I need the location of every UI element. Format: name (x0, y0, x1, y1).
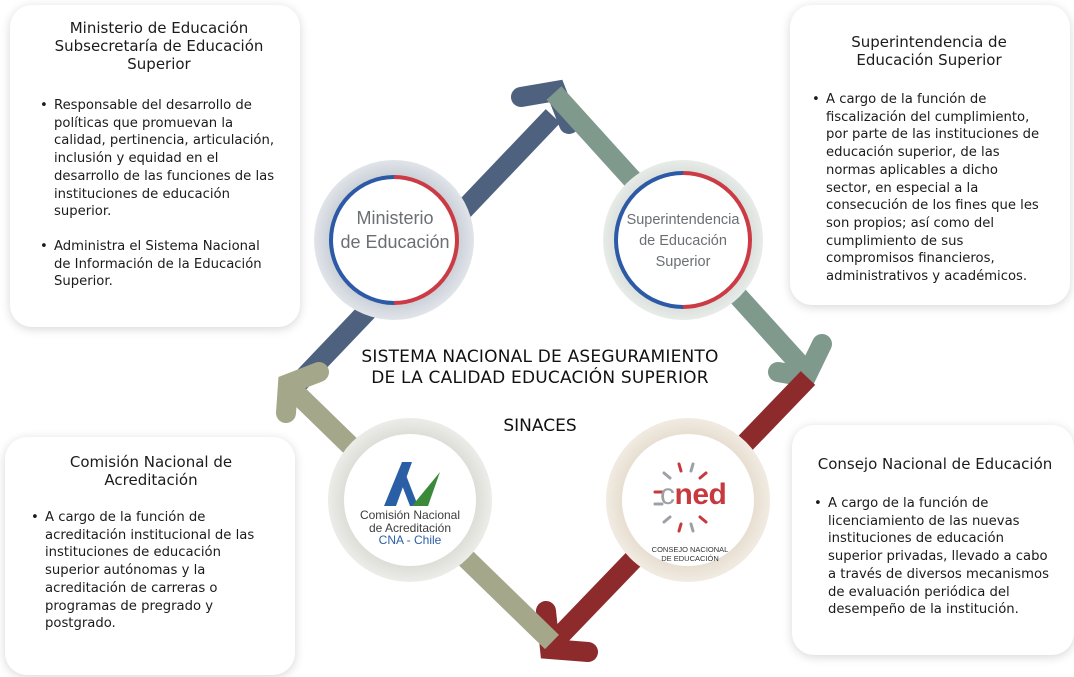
center-title-line2: DE LA CALIDAD EDUCACIÓN SUPERIOR (371, 368, 709, 388)
cned-card-title: Consejo Nacional de Educación (817, 455, 1053, 473)
cned-circle-line1: CONSEJO NACIONAL (651, 545, 729, 554)
list-item: Administra el Sistema Nacional de Inform… (40, 238, 278, 291)
list-item: Responsable del desarrollo de políticas … (40, 97, 278, 221)
superintendencia-card-list: A cargo de la función de fiscalización d… (812, 91, 1046, 286)
cna-card-title: Comisión Nacional de Acreditación (69, 453, 233, 489)
superintendencia-circle-line1: Superintendencia (626, 212, 740, 228)
cna-circle (328, 418, 492, 582)
superintendencia-circle (603, 160, 763, 320)
cned-logo-c: c (660, 478, 675, 511)
cned-card: Consejo Nacional de Educación A cargo de… (792, 425, 1074, 655)
superintendencia-card: Superintendencia de Educación Superior A… (790, 5, 1070, 305)
cna-circle-label: Comisión Nacional de Acreditación CNA - … (346, 509, 474, 547)
superintendencia-circle-line2: de Educación (639, 233, 727, 249)
superintendencia-circle-line3: Superior (655, 254, 711, 270)
ministerio-circle-label: Ministerio de Educación (338, 206, 452, 254)
list-item: A cargo de la función de acreditación in… (31, 509, 271, 633)
superintendencia-card-title: Superintendencia de Educación Superior (851, 33, 1007, 69)
cna-card: Comisión Nacional de Acreditación A carg… (5, 437, 295, 675)
ministerio-circle-line1: Ministerio (356, 208, 434, 228)
ministerio-card-list: Responsable del desarrollo de políticas … (40, 97, 278, 291)
ministerio-card-title: Ministerio de Educación Subsecretaría de… (54, 19, 264, 73)
center-acronym: SINACES (503, 416, 577, 436)
cna-logo-icon (384, 462, 440, 506)
cned-circle-line2: DE EDUCACIÓN (661, 554, 719, 563)
ministerio-circle-line2: de Educación (340, 232, 450, 252)
center-title-line1: SISTEMA NACIONAL DE ASEGURAMIENTO (361, 347, 719, 367)
cna-card-list: A cargo de la función de acreditación in… (31, 509, 271, 633)
center-title: SISTEMA NACIONAL DE ASEGURAMIENTO DE LA … (330, 347, 750, 389)
ministerio-circle (314, 160, 474, 320)
cned-circle (606, 418, 770, 582)
cna-circle-line1: Comisión Nacional (359, 508, 461, 522)
ministerio-card: Ministerio de Educación Subsecretaría de… (10, 5, 300, 327)
cned-card-list: A cargo de la función de licenciamiento … (814, 495, 1056, 619)
cned-circle-label: CONSEJO NACIONAL DE EDUCACIÓN (622, 545, 758, 563)
list-item: A cargo de la función de licenciamiento … (814, 495, 1056, 619)
cna-circle-line2: de Acreditación (368, 520, 452, 535)
list-item: A cargo de la función de fiscalización d… (812, 91, 1046, 286)
cned-logo-ned: ned (674, 478, 727, 511)
cned-logo: cned (660, 478, 727, 512)
superintendencia-circle-label: Superintendencia de Educación Superior (614, 210, 752, 273)
cna-circle-line3: CNA - Chile (378, 533, 442, 547)
cned-rays-icon (653, 462, 708, 533)
